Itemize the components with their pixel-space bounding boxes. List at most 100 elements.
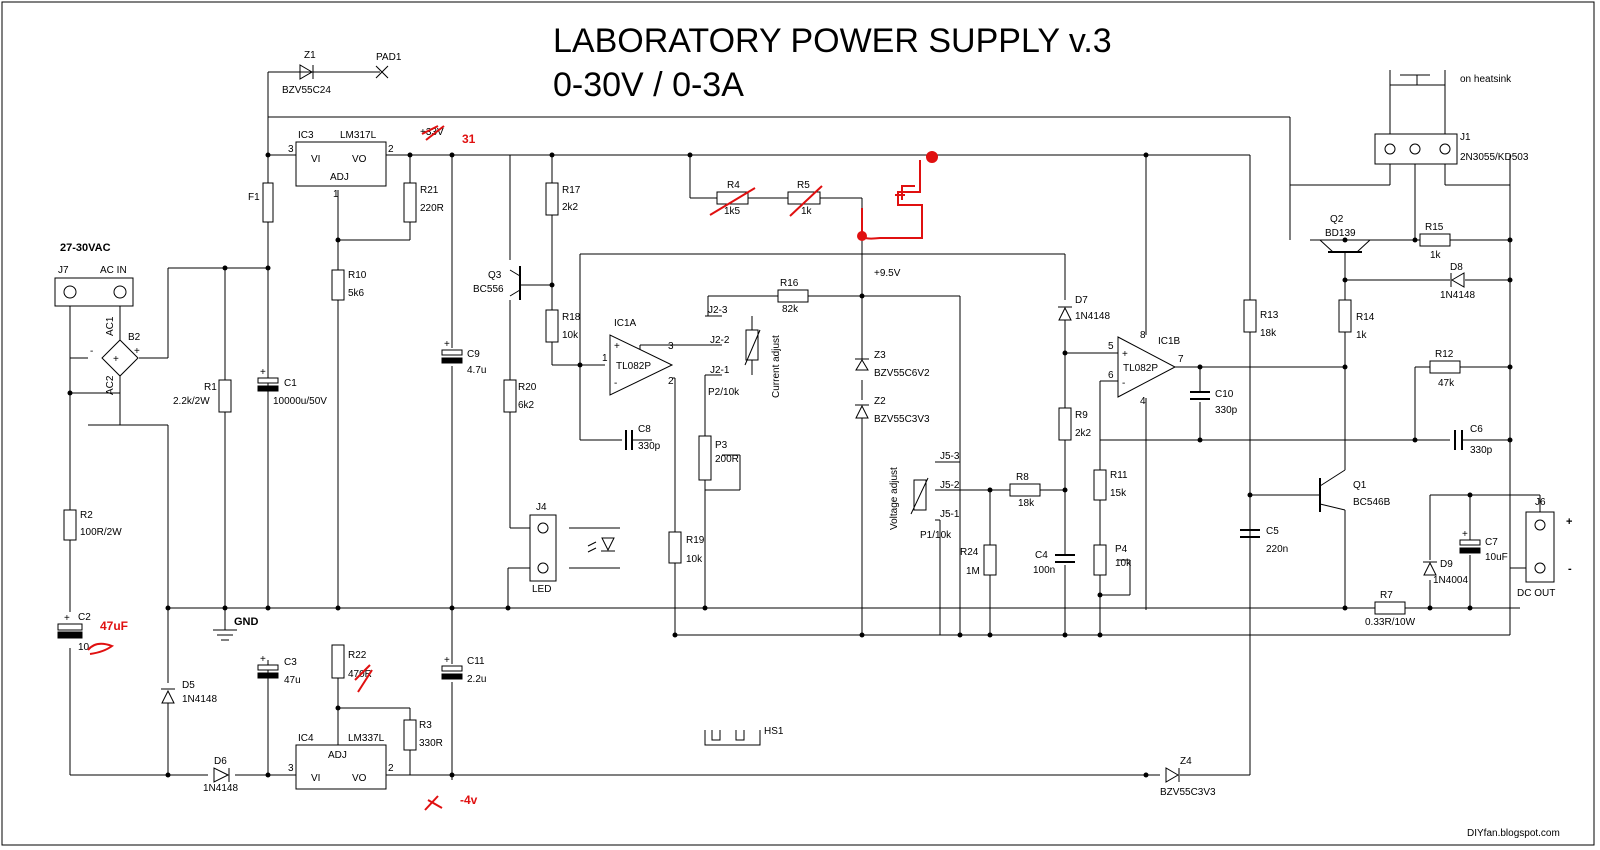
svg-text:+: +: [1122, 349, 1128, 360]
svg-text:1M: 1M: [966, 566, 980, 577]
transistor-q2: Q2 BD139: [1319, 214, 1371, 262]
resistor-r20: R20 6k2: [503, 379, 537, 413]
svg-text:D7: D7: [1075, 295, 1088, 306]
svg-text:R7: R7: [1380, 590, 1393, 601]
svg-text:330R: 330R: [419, 738, 443, 749]
resistor-r10: R10 5k6: [331, 269, 367, 301]
svg-text:D5: D5: [182, 680, 195, 691]
resistor-r2: R2 100R/2W: [63, 509, 122, 541]
svg-text:R22: R22: [348, 650, 367, 661]
svg-text:1k5: 1k5: [724, 206, 741, 217]
svg-text:LM337L: LM337L: [348, 733, 385, 744]
rail-9v5-label: +9.5V: [874, 268, 901, 279]
diode-d6: D6 1N4148: [203, 756, 238, 794]
red-annotations: 31 47uF -4v: [87, 125, 938, 811]
svg-text:10k: 10k: [562, 330, 579, 341]
svg-text:+: +: [134, 346, 140, 357]
svg-text:Current adjust: Current adjust: [771, 335, 782, 398]
diode-d8: D8 1N4148: [1440, 262, 1475, 301]
svg-text:+: +: [1462, 529, 1468, 540]
svg-text:2.2u: 2.2u: [467, 674, 486, 685]
svg-text:R8: R8: [1016, 472, 1029, 483]
svg-text:R1: R1: [204, 382, 217, 393]
svg-text:10k: 10k: [686, 554, 703, 565]
pot-j5-voltage-adjust: J5-3 J5-2 J5-1 P1/10k Voltage adjust: [889, 451, 960, 541]
svg-text:TL082P: TL082P: [616, 361, 651, 372]
svg-text:R24: R24: [960, 547, 979, 558]
svg-text:+: +: [260, 367, 266, 378]
svg-text:220R: 220R: [420, 203, 444, 214]
j7-label: J7: [58, 265, 69, 276]
ac2-label: AC2: [105, 375, 116, 395]
svg-text:2k2: 2k2: [562, 202, 579, 213]
svg-text:-: -: [90, 346, 93, 357]
svg-text:F1: F1: [248, 192, 260, 203]
svg-text:R13: R13: [1260, 310, 1279, 321]
pot-j2-current-adjust: J2-3 J2-2 J2-1 P2/10k Current adjust: [708, 305, 782, 398]
svg-text:P4: P4: [1115, 544, 1128, 555]
svg-text:-: -: [1122, 378, 1125, 389]
out-minus: -: [1568, 563, 1572, 575]
svg-text:Q2: Q2: [1330, 214, 1344, 225]
svg-text:10: 10: [78, 642, 90, 653]
capacitor-c4: C4 100n: [1033, 550, 1075, 576]
svg-text:1N4148: 1N4148: [182, 694, 217, 705]
resistor-r17: R17 2k2: [545, 182, 581, 216]
svg-text:330p: 330p: [1470, 445, 1493, 456]
svg-text:R12: R12: [1435, 349, 1454, 360]
svg-text:1k: 1k: [1430, 250, 1442, 261]
resistor-r14: R14 1k: [1338, 299, 1375, 341]
svg-text:BZV55C24: BZV55C24: [282, 85, 331, 96]
connector-j7: 27-30VAC J7 AC IN: [54, 242, 134, 307]
capacitor-c6: C6 330p: [1454, 424, 1493, 456]
svg-text:3: 3: [288, 144, 294, 155]
resistor-r5: R5 1k: [787, 180, 821, 217]
svg-text:R15: R15: [1425, 222, 1444, 233]
capacitor-c2: + C2 10: [57, 612, 91, 653]
svg-text:Z2: Z2: [874, 396, 886, 407]
annotation-minus4v: -4v: [460, 793, 478, 807]
svg-text:1N4148: 1N4148: [1440, 290, 1475, 301]
svg-text:2: 2: [388, 144, 394, 155]
annotation-47uf: 47uF: [100, 619, 128, 633]
title-line1: LABORATORY POWER SUPPLY v.3: [553, 22, 1112, 60]
svg-text:2: 2: [668, 376, 674, 387]
transistor-q1: Q1 BC546B: [1319, 469, 1391, 512]
svg-text:C7: C7: [1485, 537, 1498, 548]
svg-text:J1: J1: [1460, 132, 1471, 143]
wiring: [69, 71, 1541, 780]
svg-text:330p: 330p: [1215, 405, 1238, 416]
svg-text:BZV55C3V3: BZV55C3V3: [874, 414, 930, 425]
resistor-r12: R12 47k: [1429, 349, 1461, 389]
svg-text:BZV55C3V3: BZV55C3V3: [1160, 787, 1216, 798]
svg-text:R3: R3: [419, 720, 432, 731]
gnd-label: GND: [234, 616, 259, 628]
svg-text:C5: C5: [1266, 526, 1279, 537]
svg-text:IC1B: IC1B: [1158, 336, 1181, 347]
svg-text:18k: 18k: [1018, 498, 1035, 509]
svg-text:Voltage adjust: Voltage adjust: [889, 467, 900, 530]
capacitor-c5: C5 220n: [1240, 526, 1288, 555]
resistor-r7: R7 0.33R/10W: [1365, 590, 1416, 628]
svg-text:TL082P: TL082P: [1123, 363, 1158, 374]
resistor-r9: R9 2k2: [1058, 407, 1092, 441]
resistor-r4: R4 1k5: [716, 180, 749, 217]
svg-text:VI: VI: [311, 154, 320, 165]
regulator-ic3: IC3 LM317L VI VO ADJ 3 2 1: [288, 130, 394, 200]
connector-j6-dc-out: J6 + - DC OUT: [1517, 497, 1572, 599]
pot-p3: P3 200R: [698, 435, 739, 481]
svg-text:Z1: Z1: [304, 50, 316, 61]
svg-text:J5-3: J5-3: [940, 451, 960, 462]
svg-text:VI: VI: [311, 773, 320, 784]
svg-text:1N4148: 1N4148: [1075, 311, 1110, 322]
input-voltage-label: 27-30VAC: [60, 242, 111, 254]
svg-text:Z4: Z4: [1180, 756, 1192, 767]
svg-text:IC4: IC4: [298, 733, 314, 744]
svg-text:-: -: [614, 378, 617, 389]
capacitor-c10: C10 330p: [1190, 389, 1238, 416]
svg-text:1N4004: 1N4004: [1433, 575, 1468, 586]
resistor-r8: R8 18k: [1009, 472, 1041, 509]
svg-text:D9: D9: [1440, 559, 1453, 570]
svg-text:J4: J4: [536, 502, 547, 513]
